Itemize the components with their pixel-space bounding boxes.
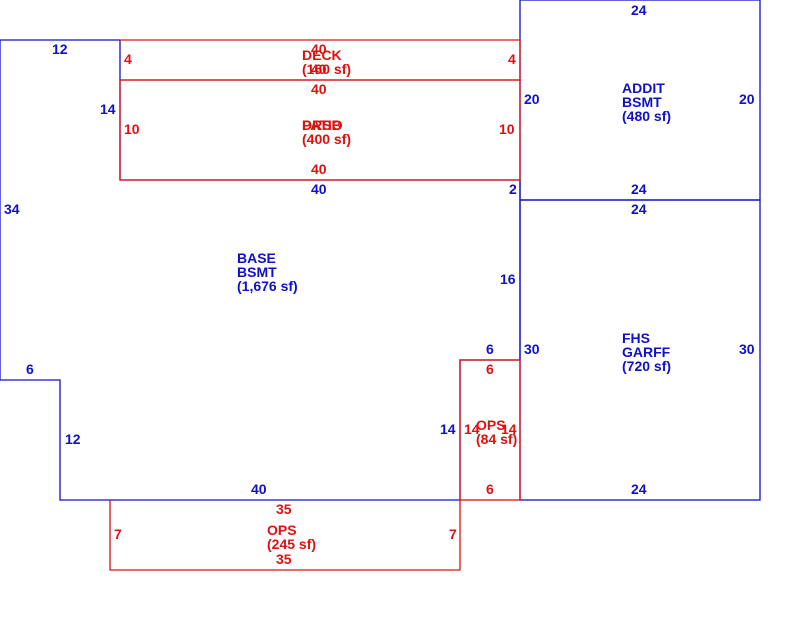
base-dim-bottom: 40 <box>251 481 267 497</box>
garage-name1: FHS <box>622 330 650 346</box>
patio-area: 40 PATIO DRSB (400 sf) 10 10 40 <box>119 79 521 181</box>
base-dim-notch: 6 <box>26 361 34 377</box>
ops-small-outline <box>459 359 521 501</box>
ops-small-dim-left: 14 <box>464 421 480 437</box>
addit-dim-bottom: 24 <box>631 181 647 197</box>
base-bsmt-name1: BASE <box>237 250 276 266</box>
base-dim-under-patio: 40 <box>311 181 327 197</box>
patio-outline <box>119 79 521 181</box>
base-bsmt-area: BASE BSMT (1,676 sf) 12 34 6 12 40 14 40… <box>0 39 521 501</box>
base-dim-upper-left: 14 <box>100 101 116 117</box>
patio-dim-right: 10 <box>499 121 515 137</box>
garage-dim-right: 30 <box>739 341 755 357</box>
addit-bsmt-name1: ADDIT <box>622 80 665 96</box>
ops-large-dim-right: 7 <box>449 526 457 542</box>
ops-small-name: OPS <box>476 417 506 433</box>
garage-area-label: (720 sf) <box>622 358 671 374</box>
deck-name: DECK <box>302 47 342 63</box>
ops-large-area-label: (245 sf) <box>267 536 316 552</box>
base-dim-left: 34 <box>4 201 20 217</box>
deck-dim-top: 40 <box>311 41 327 57</box>
deck-area: DECK (160 sf) 40 4 4 40 <box>120 39 521 81</box>
deck-dim-right: 4 <box>508 51 516 67</box>
ops-large-area: 35 OPS (245 sf) 7 7 35 <box>109 500 461 571</box>
base-dim-right-bottom: 14 <box>440 421 456 437</box>
addit-bsmt-area-label: (480 sf) <box>622 108 671 124</box>
garage-dim-bottom: 24 <box>631 481 647 497</box>
garage-outline <box>519 199 761 501</box>
base-bsmt-name2: BSMT <box>237 264 277 280</box>
patio-dim-left: 10 <box>124 121 140 137</box>
ops-small-area-label: (84 sf) <box>476 431 517 447</box>
garage-dim-left: 30 <box>524 341 540 357</box>
garage-area: FHS GARFF (720 sf) 24 30 30 24 <box>519 199 761 501</box>
base-dim-top: 12 <box>52 41 68 57</box>
addit-bsmt-area: ADDIT BSMT (480 sf) 24 20 20 24 <box>519 0 761 201</box>
addit-bsmt-name2: BSMT <box>622 94 662 110</box>
addit-dim-right: 20 <box>739 91 755 107</box>
deck-dim-bottom: 40 <box>311 61 327 77</box>
ops-small-area: OPS (84 sf) 6 14 14 6 <box>459 359 521 501</box>
patio-name: PATIO <box>302 117 343 133</box>
patio-dim-top: 40 <box>311 81 327 97</box>
garage-dim-top: 24 <box>631 201 647 217</box>
base-dim-step: 2 <box>509 181 517 197</box>
ops-large-outline <box>109 500 461 571</box>
base-dim-step-top: 6 <box>486 341 494 357</box>
deck-dim-left: 4 <box>124 51 132 67</box>
ops-small-dim-bottom: 6 <box>486 481 494 497</box>
base-bsmt-area-label: (1,676 sf) <box>237 278 298 294</box>
patio-name-alt: DRSB <box>302 117 342 133</box>
patio-area-label: (400 sf) <box>302 131 351 147</box>
garage-name2: GARFF <box>622 344 671 360</box>
ops-small-dim-right: 14 <box>501 421 517 437</box>
addit-dim-top: 24 <box>631 2 647 18</box>
deck-area-label: (160 sf) <box>302 61 351 77</box>
base-dim-right: 16 <box>500 271 516 287</box>
ops-large-name: OPS <box>267 522 297 538</box>
patio-dim-bottom: 40 <box>311 161 327 177</box>
ops-large-dim-top: 35 <box>276 501 292 517</box>
ops-large-dim-left: 7 <box>114 526 122 542</box>
addit-dim-left: 20 <box>524 91 540 107</box>
ops-large-dim-bottom: 35 <box>276 551 292 567</box>
ops-small-dim-top: 6 <box>486 361 494 377</box>
base-dim-lower-left: 12 <box>65 431 81 447</box>
